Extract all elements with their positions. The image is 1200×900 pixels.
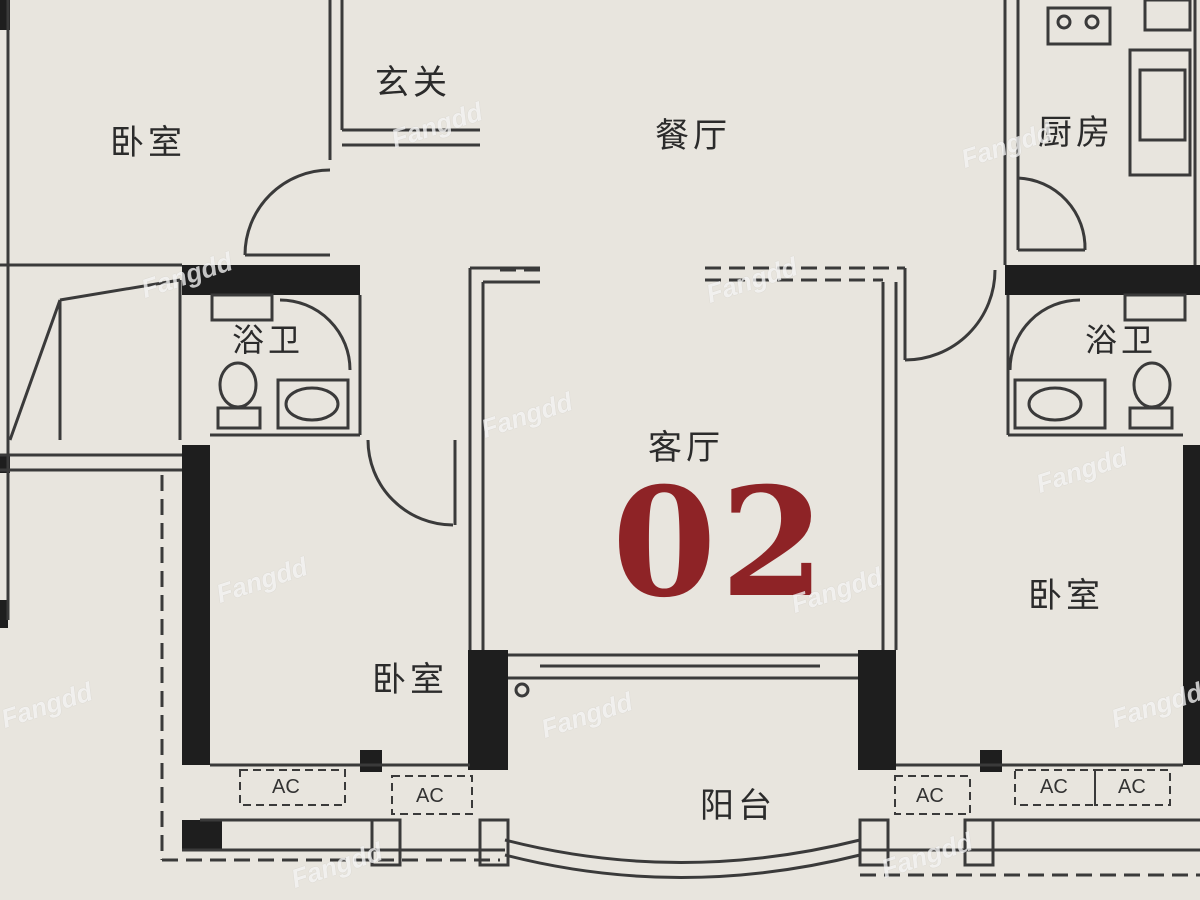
room-label-dining: 餐厅 xyxy=(655,116,731,156)
kitchen-counter xyxy=(1128,48,1192,177)
sink-counter xyxy=(276,378,350,430)
wall-block xyxy=(468,650,508,770)
column xyxy=(963,818,995,867)
unit-number: 02 xyxy=(612,455,829,631)
wall-block xyxy=(182,265,360,295)
wall-line xyxy=(59,278,181,302)
room-label-bedroom: 卧室 xyxy=(1028,576,1104,616)
column xyxy=(858,818,890,867)
toilet-tank xyxy=(1128,406,1174,430)
room-label-bathroom: 浴卫 xyxy=(1085,321,1158,359)
toilet-icon xyxy=(1132,361,1172,409)
sink-icon xyxy=(1027,386,1083,422)
burner-icon xyxy=(1056,14,1072,30)
room-label-entrance: 玄关 xyxy=(375,63,451,103)
ac-box xyxy=(894,775,971,815)
wall-block xyxy=(182,445,210,765)
stove-icon xyxy=(1046,6,1112,46)
ac-label: AC xyxy=(1118,776,1146,798)
room-label-bedroom: 卧室 xyxy=(110,123,186,163)
door-swing xyxy=(904,269,997,362)
wall-block xyxy=(182,820,222,850)
door-swing xyxy=(1008,298,1081,371)
door-swing xyxy=(243,168,331,256)
ac-label: AC xyxy=(272,776,300,798)
room-label-living: 客厅 xyxy=(648,428,724,468)
wall-block xyxy=(0,455,10,473)
ac-label: AC xyxy=(1040,776,1068,798)
ac-box xyxy=(1094,769,1171,806)
wall-block xyxy=(0,600,8,628)
room-label-bedroom: 卧室 xyxy=(372,660,448,700)
pipe-icon xyxy=(514,682,530,698)
ac-box xyxy=(391,775,473,815)
ac-label: AC xyxy=(916,785,944,807)
wall-block xyxy=(1005,265,1200,295)
ac-label: AC xyxy=(416,785,444,807)
balcony-curve xyxy=(504,853,861,879)
fridge-icon xyxy=(1143,0,1192,32)
column xyxy=(370,818,402,867)
wall-line xyxy=(8,299,62,441)
toilet-tank xyxy=(216,406,262,430)
wall-block xyxy=(0,0,10,30)
wall-block xyxy=(980,750,1002,772)
wall-block xyxy=(1183,445,1200,765)
door-swing xyxy=(366,439,454,527)
room-label-kitchen: 厨房 xyxy=(1038,113,1114,153)
toilet-icon xyxy=(218,361,258,409)
burner-icon xyxy=(1084,14,1100,30)
door-swing xyxy=(279,298,352,371)
ac-box xyxy=(239,769,346,806)
column xyxy=(478,818,510,867)
wall-block xyxy=(360,750,382,772)
wall-block xyxy=(858,650,896,770)
kitchen-sink-icon xyxy=(1138,68,1187,142)
room-label-bathroom: 浴卫 xyxy=(232,321,305,359)
sink-icon xyxy=(284,386,340,422)
door-swing xyxy=(1017,176,1087,251)
bath-fixture xyxy=(1123,293,1187,322)
bath-fixture xyxy=(210,293,274,322)
balcony-curve xyxy=(504,838,861,864)
sink-counter xyxy=(1013,378,1107,430)
room-label-balcony: 阳台 xyxy=(700,786,776,826)
